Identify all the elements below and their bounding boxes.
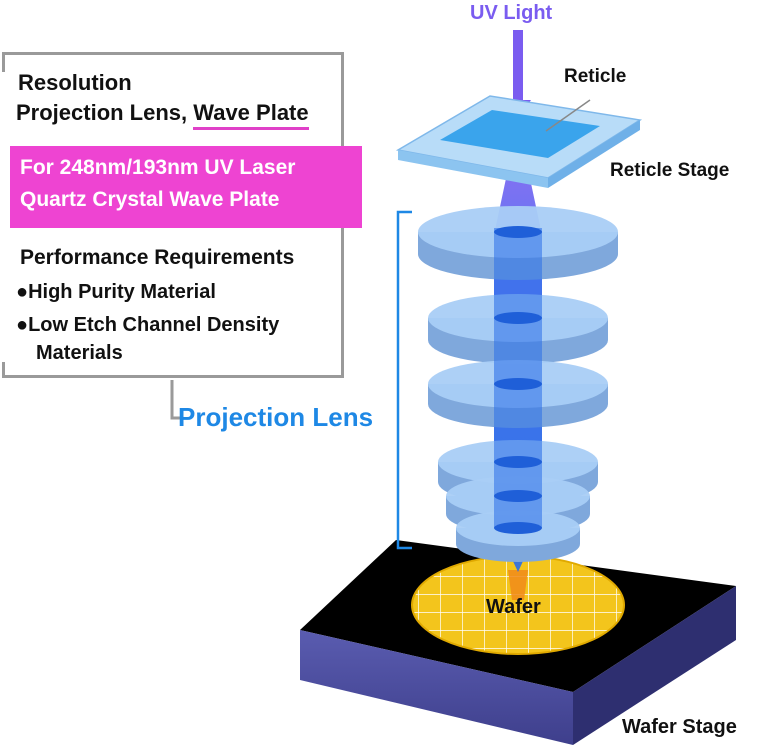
bullet-2-continuation: Materials (36, 342, 123, 364)
pink-line-1: For 248nm/193nm UV Laser (20, 156, 296, 179)
callout-title-line1: Resolution (18, 70, 132, 95)
uv-light-label: UV Light (470, 2, 553, 24)
bullet-dot-icon: ● (16, 281, 29, 303)
title-prefix: Projection Lens, (16, 100, 194, 125)
reticle-stage-label: Reticle Stage (610, 160, 730, 181)
wafer-label: Wafer (486, 596, 541, 618)
wave-plate-highlight: Wave Plate (193, 100, 309, 130)
bullet-text: Low Etch Channel Density (28, 314, 280, 336)
pink-line-2: Quartz Crystal Wave Plate (20, 188, 280, 211)
callout-title-line2: Projection Lens, Wave Plate (16, 100, 309, 130)
bullet-dot-icon: ● (16, 314, 29, 336)
projection-lens-label: Projection Lens (178, 402, 374, 432)
reticle-label: Reticle (564, 66, 627, 87)
bullet-text: High Purity Material (28, 281, 216, 303)
pink-highlight-box: For 248nm/193nm UV Laser Quartz Crystal … (10, 146, 362, 228)
callout-gap (0, 72, 8, 362)
bullet-1: ●High Purity Material (16, 281, 216, 304)
projection-lens-bracket (396, 210, 412, 550)
callout-connector (170, 380, 180, 420)
performance-title: Performance Requirements (20, 246, 295, 269)
wafer-stage-label: Wafer Stage (622, 716, 737, 738)
bullet-2: ●Low Etch Channel Density (16, 314, 279, 337)
projection-lens-stack (418, 206, 618, 562)
reticle-stage (395, 95, 643, 188)
